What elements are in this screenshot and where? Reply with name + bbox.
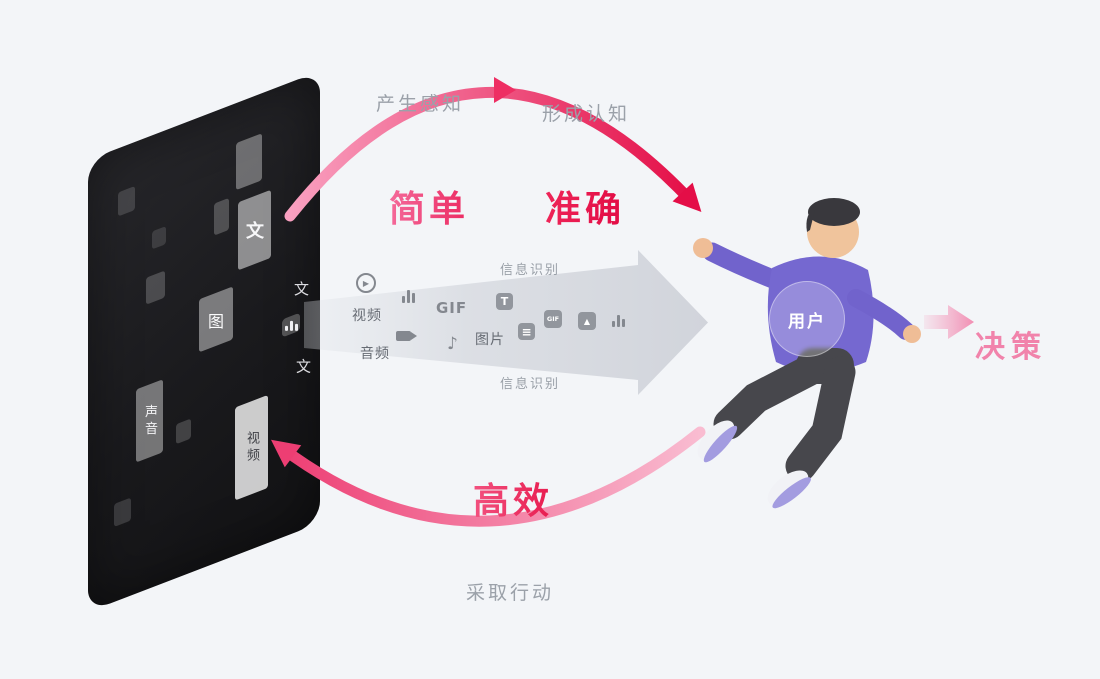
quality-efficient: 高效 bbox=[473, 472, 553, 524]
user-badge: 用户 bbox=[769, 281, 845, 357]
perception-step2: 形成认知 bbox=[541, 103, 631, 125]
quality-simple: 简单 bbox=[389, 180, 469, 232]
quality-accurate: 准确 bbox=[545, 180, 625, 232]
action-step: 采取行动 bbox=[465, 582, 555, 604]
perception-step1: 产生感知 bbox=[375, 93, 465, 115]
decision-label: 决策 bbox=[975, 330, 1047, 365]
